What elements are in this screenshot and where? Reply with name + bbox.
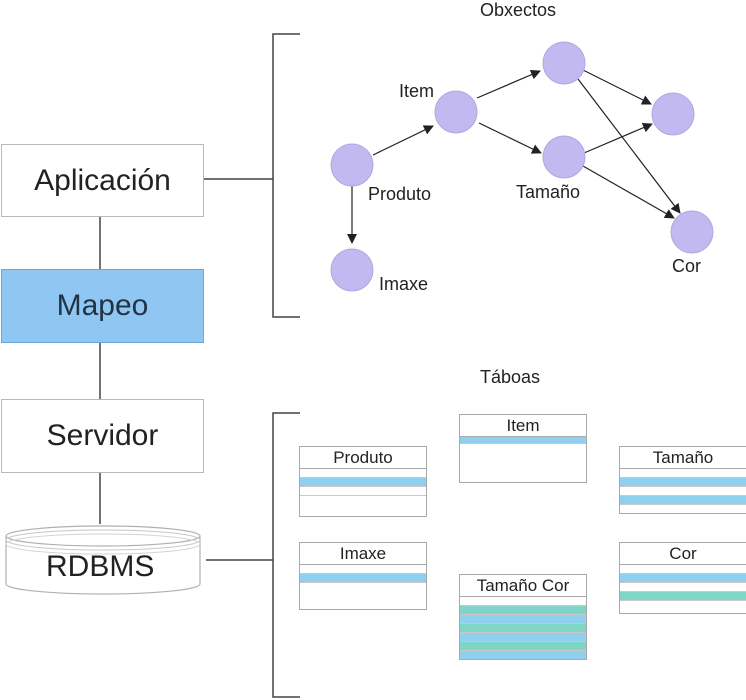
edge-tamano-n2 bbox=[583, 122, 653, 154]
table-imaxe-header: Imaxe bbox=[300, 543, 426, 565]
layer-servidor-label: Servidor bbox=[46, 419, 159, 452]
table-cor-header: Cor bbox=[620, 543, 746, 565]
table-tamano-header: Tamaño bbox=[620, 447, 746, 469]
objects-bracket bbox=[272, 33, 300, 318]
edge-tamano-cor bbox=[582, 165, 675, 219]
tables-title: Táboas bbox=[480, 367, 541, 387]
node-imaxe bbox=[330, 248, 374, 292]
layer-aplicacion: Aplicación bbox=[1, 144, 204, 217]
table-produto-header: Produto bbox=[300, 447, 426, 469]
edge-item-tamano bbox=[478, 122, 542, 154]
node-unlabeled-right bbox=[651, 92, 695, 136]
rdbms-cylinder-top bbox=[5, 525, 201, 547]
layer-rdbms-label: RDBMS bbox=[46, 550, 155, 583]
tables-bracket bbox=[272, 412, 300, 698]
table-tamano-cor-header: Tamaño Cor bbox=[460, 575, 586, 597]
layer-aplicacion-label: Aplicación bbox=[34, 163, 171, 197]
edge-item-n1 bbox=[476, 69, 541, 99]
edge-produto-item bbox=[372, 125, 434, 156]
node-unlabeled-top bbox=[542, 41, 586, 85]
layer-servidor: Servidor bbox=[1, 399, 204, 473]
table-tamano-cor: Tamaño Cor bbox=[459, 574, 587, 660]
edge-n1-n2 bbox=[582, 69, 652, 105]
node-item bbox=[434, 90, 478, 134]
node-tamano-label: Tamaño bbox=[516, 182, 581, 202]
node-produto bbox=[330, 143, 374, 187]
table-cor: Cor bbox=[619, 542, 746, 614]
layer-mapeo-label: Mapeo bbox=[56, 289, 149, 322]
table-produto: Produto bbox=[299, 446, 427, 517]
layer-mapeo: Mapeo bbox=[1, 269, 204, 343]
node-tamano bbox=[542, 135, 586, 179]
node-imaxe-label: Imaxe bbox=[379, 274, 429, 294]
rdbms-cylinder-body bbox=[5, 536, 201, 595]
table-item-header: Item bbox=[460, 415, 586, 437]
edge-n1-cor bbox=[577, 78, 681, 214]
table-imaxe: Imaxe bbox=[299, 542, 427, 610]
node-item-label: Item bbox=[399, 81, 435, 101]
objects-title: Obxectos bbox=[480, 0, 557, 20]
node-cor-label: Cor bbox=[672, 256, 702, 276]
table-tamano: Tamaño bbox=[619, 446, 746, 514]
node-cor bbox=[670, 210, 714, 254]
table-item: Item bbox=[459, 414, 587, 483]
node-produto-label: Produto bbox=[368, 184, 432, 204]
